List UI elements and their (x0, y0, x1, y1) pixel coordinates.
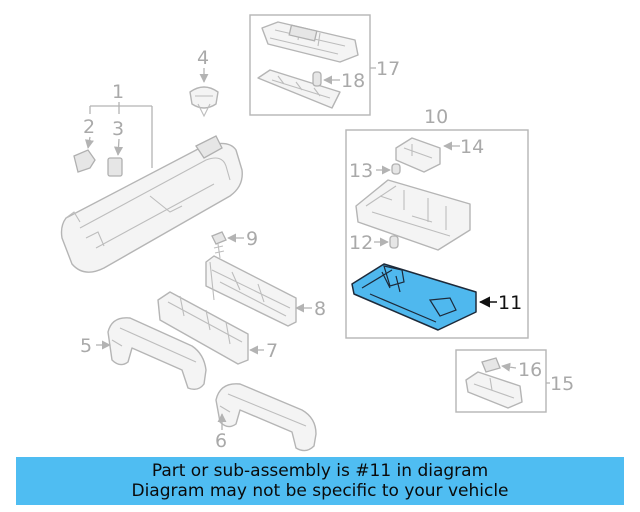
frame-10 (345, 129, 529, 339)
part-4-clip: 4 (189, 47, 219, 118)
callout-13: 13 (349, 160, 373, 182)
callout-6: 6 (215, 430, 227, 452)
part-8-bracket: 8 (205, 255, 326, 327)
callout-2: 2 (83, 116, 95, 138)
dome-lamp-housing (261, 21, 359, 63)
map-lamp (465, 371, 523, 409)
bulb-18 (312, 71, 322, 87)
callout-11: 11 (498, 292, 522, 314)
callout-7: 7 (266, 340, 278, 362)
callout-9: 9 (246, 228, 258, 250)
callout-8: 8 (314, 298, 326, 320)
callout-5: 5 (80, 335, 92, 357)
banner-line-2: Diagram may not be specific to your vehi… (131, 481, 509, 501)
frame-17 (249, 14, 371, 116)
part-13-bulb: 13 (349, 160, 401, 182)
callout-16: 16 (518, 359, 542, 381)
part-5-grab-handle: 5 (80, 317, 207, 391)
part-1-sun-visor: 1 2 3 (60, 81, 243, 273)
callout-10: 10 (424, 106, 448, 128)
callout-1: 1 (112, 81, 124, 103)
part-15-group: 16 15 (455, 349, 574, 413)
callout-4: 4 (197, 47, 209, 69)
frame-15 (455, 349, 547, 413)
callout-14: 14 (460, 136, 484, 158)
callout-3: 3 (112, 118, 124, 140)
info-banner: Part or sub-assembly is #11 in diagram D… (16, 457, 624, 505)
part-12-bulb: 12 (349, 232, 399, 254)
part-7-bracket: 7 (157, 291, 278, 365)
part-11-cover-highlighted: 11 (351, 263, 522, 331)
part-17-group: 18 17 (249, 14, 400, 116)
part-14-switch: 14 (395, 136, 484, 173)
callout-18: 18 (341, 70, 365, 92)
callout-15: 15 (550, 373, 574, 395)
part-9-screw: 9 (211, 228, 258, 259)
callout-17: 17 (376, 58, 400, 80)
part-16-bulb: 16 (481, 357, 542, 381)
dome-lamp-lens (257, 69, 341, 109)
callout-12: 12 (349, 232, 373, 254)
part-6-grab-handle: 6 (215, 383, 317, 452)
part-10-group: 10 14 13 12 11 (345, 106, 529, 339)
banner-line-1: Part or sub-assembly is #11 in diagram (151, 461, 489, 481)
overhead-console-housing (355, 179, 471, 251)
